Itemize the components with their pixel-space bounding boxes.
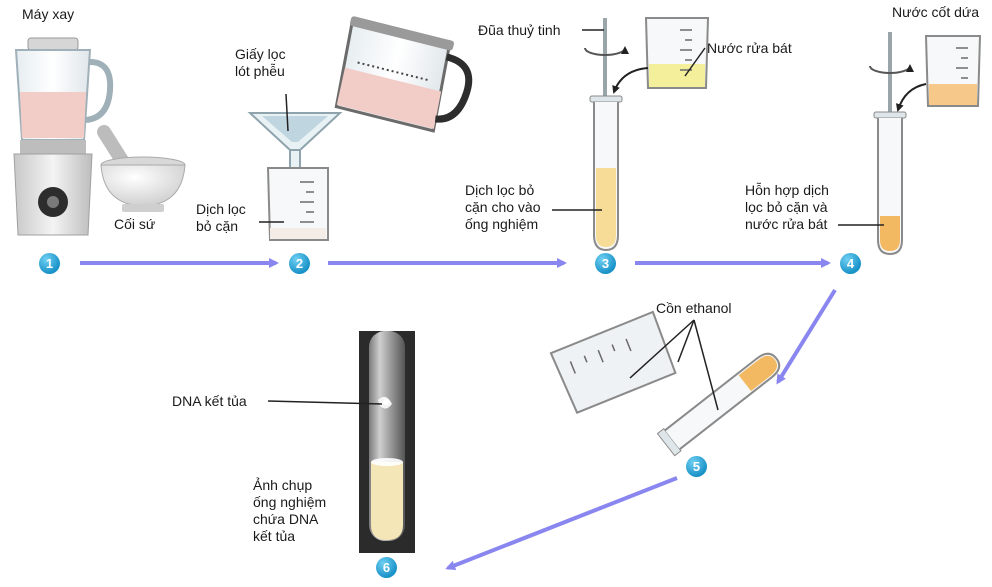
label-photo-caption: Ảnh chụp ống nghiệm chứa DNA kết tủa xyxy=(253,477,327,544)
dna-tube-photo xyxy=(359,331,415,553)
label-filtrate: Dịch lọc bỏ cặn xyxy=(196,201,246,234)
test-tube-icon xyxy=(589,95,623,252)
step-3-badge: 3 xyxy=(595,253,616,274)
arrow-4-5 xyxy=(776,288,837,385)
ethanol-beaker-icon xyxy=(549,310,677,414)
soap-leader xyxy=(684,47,706,77)
test-tube-icon-2 xyxy=(873,111,907,256)
filter-paper-leader xyxy=(285,93,289,132)
ethanol-leader-b xyxy=(677,319,695,363)
label-dish-soap: Nước rửa bát xyxy=(707,40,792,56)
dna-leader xyxy=(267,400,383,405)
label-mixture: Hỗn hợp dịch lọc bỏ cặn và nước rửa bát xyxy=(745,182,829,232)
step-6-badge: 6 xyxy=(376,557,397,578)
label-pineapple-juice: Nước cốt dứa xyxy=(892,4,980,20)
label-glass-rod: Đũa thuỷ tinh xyxy=(478,22,561,38)
label-blender: Máy xay xyxy=(22,6,75,22)
ethanol-leader-c xyxy=(693,319,719,411)
soap-beaker-icon xyxy=(612,17,710,94)
tilted-test-tube-icon xyxy=(656,352,781,457)
arrow-5-6 xyxy=(445,476,678,571)
ethanol-leader-a xyxy=(629,319,695,379)
label-dna-precipitate: DNA kết tủa xyxy=(172,393,247,409)
label-filtrate-to-tube: Dịch lọc bỏ cặn cho vào ống nghiệm xyxy=(465,182,541,232)
step-2-badge: 2 xyxy=(289,253,310,274)
blender-icon xyxy=(13,37,114,236)
step-1-badge: 1 xyxy=(39,253,60,274)
juice-beaker-icon xyxy=(896,35,982,112)
label-mortar: Cối sứ xyxy=(114,216,156,232)
beaker-icon xyxy=(266,167,329,241)
label-filter-paper: Giấy lọc lót phễu xyxy=(235,46,286,79)
pitcher-icon xyxy=(334,16,473,133)
label-ethanol: Cồn ethanol xyxy=(656,300,732,316)
mortar-icon xyxy=(97,125,186,212)
step-4-badge: 4 xyxy=(840,253,861,274)
step-5-badge: 5 xyxy=(686,456,707,477)
flow-arrows xyxy=(80,258,837,571)
leader-lines xyxy=(259,29,884,411)
